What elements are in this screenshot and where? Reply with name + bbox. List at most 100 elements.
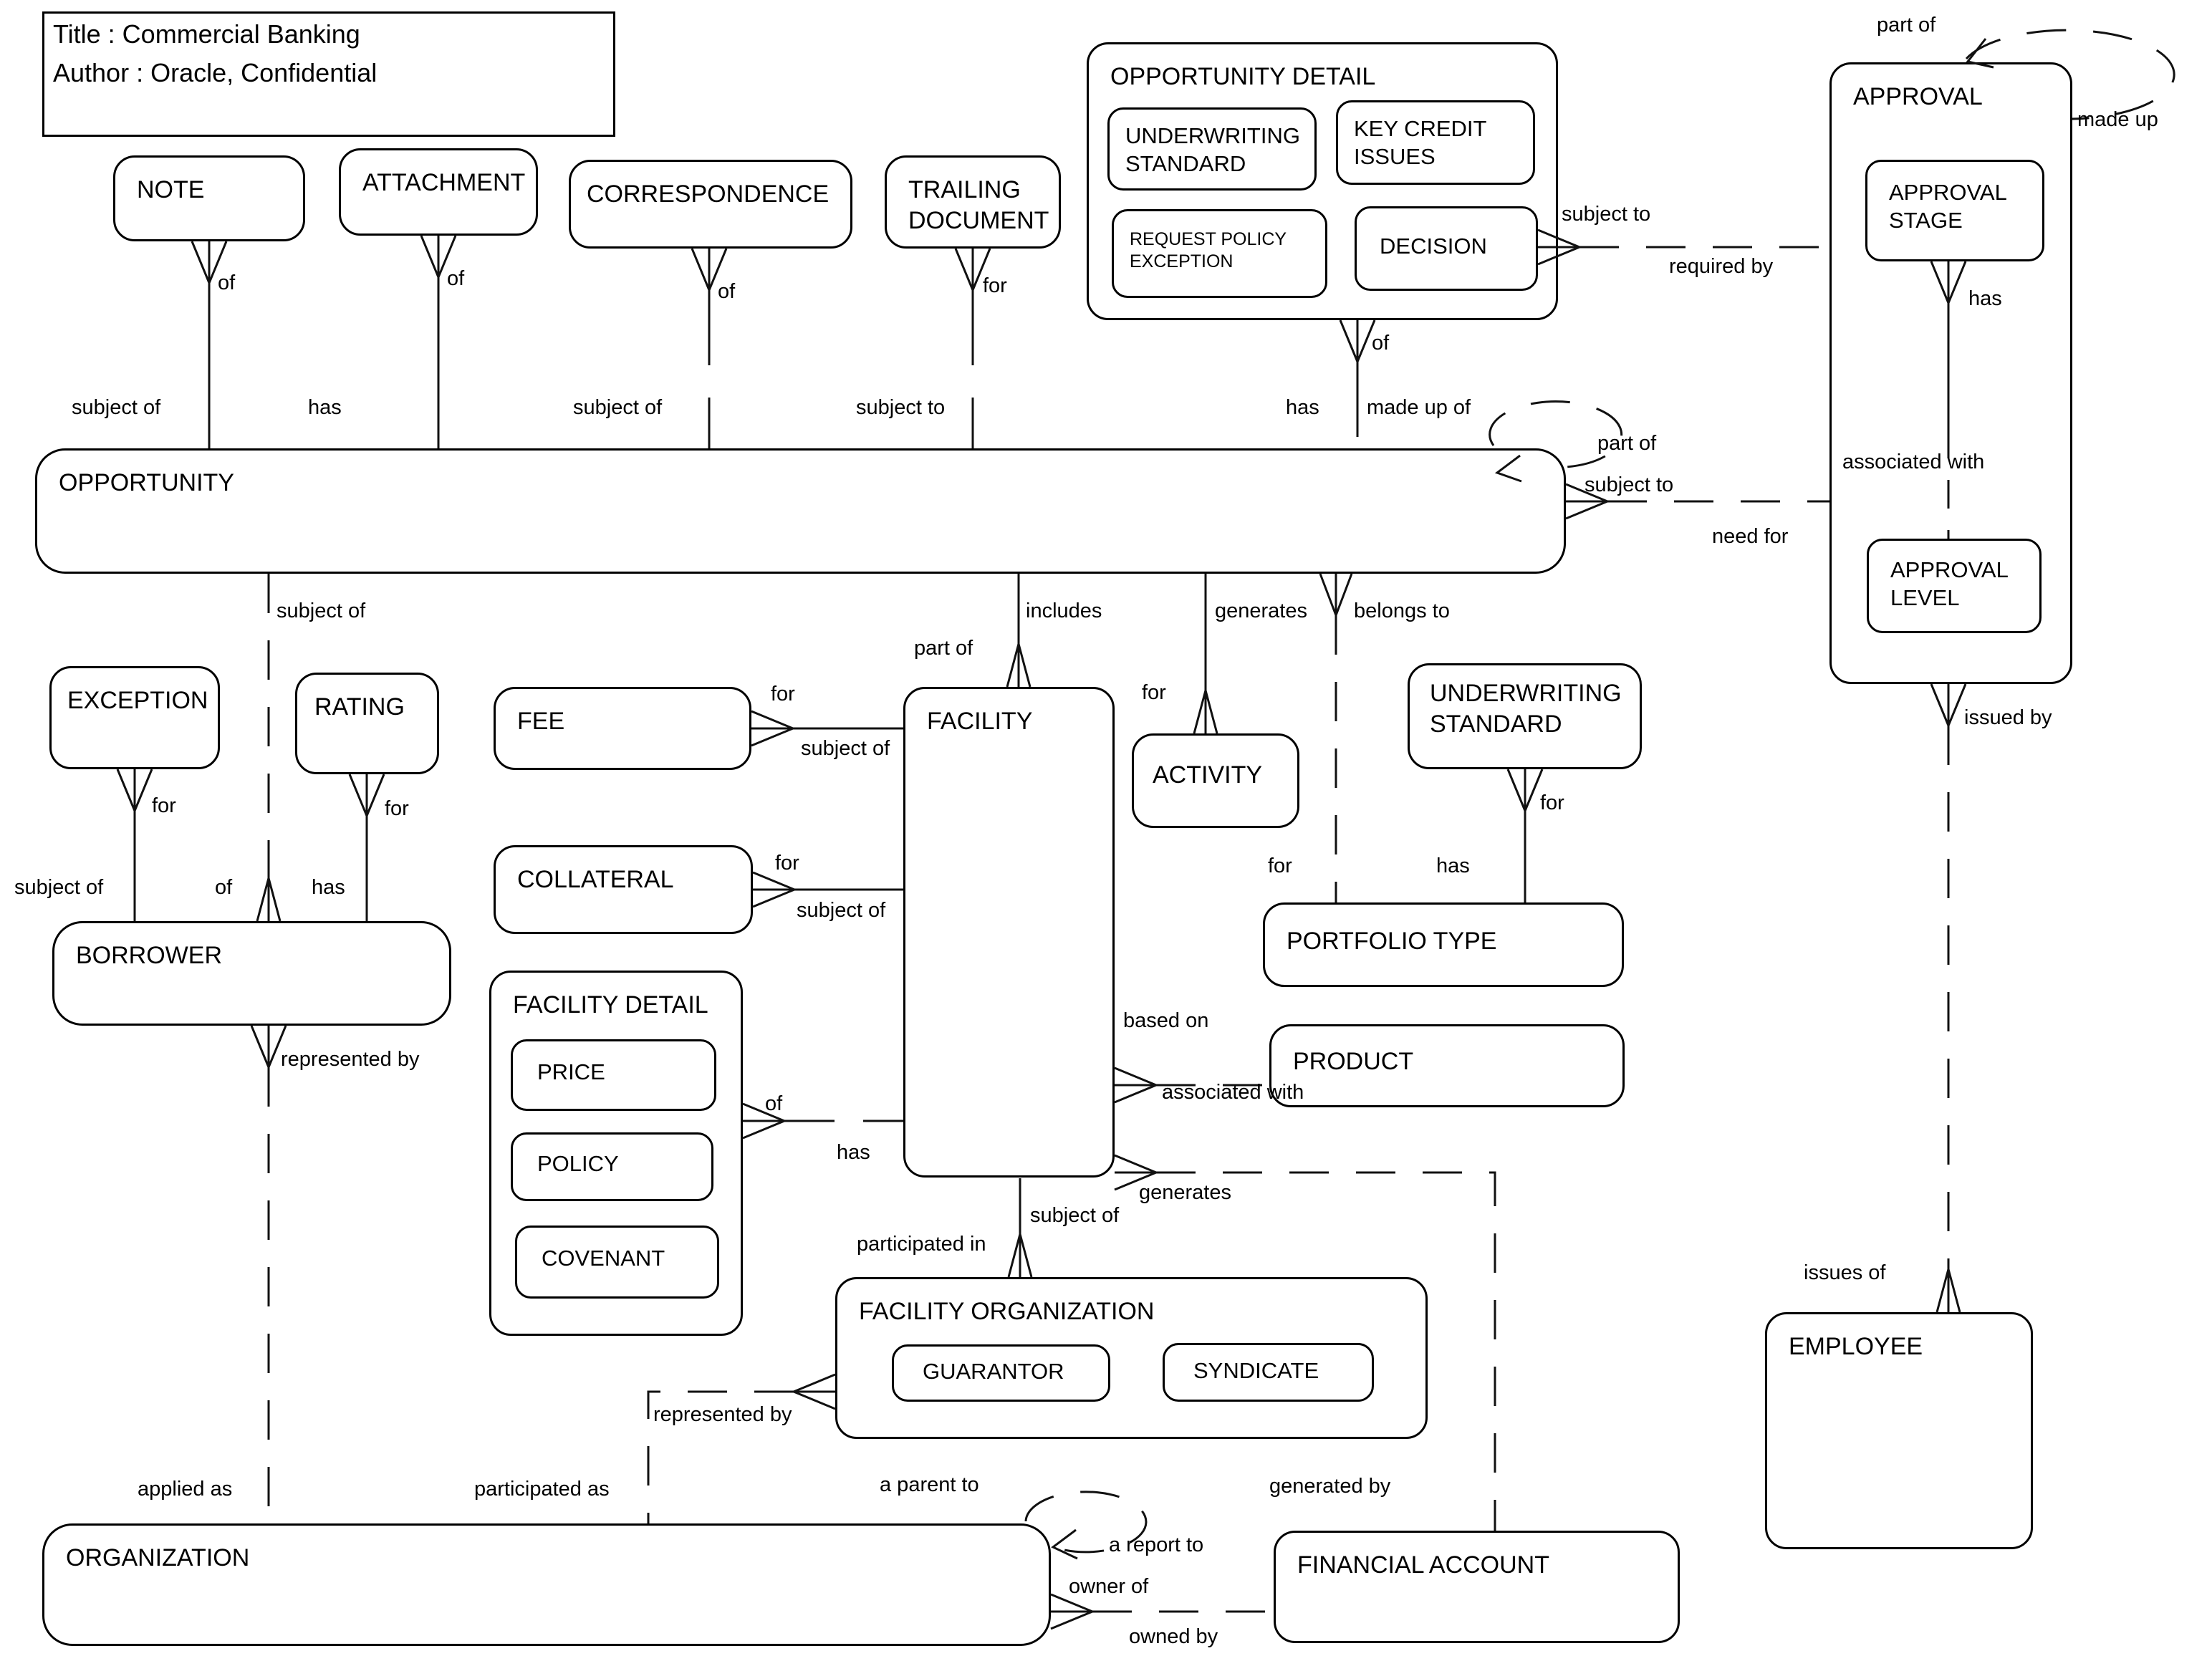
rel-label-facorg-subject-of: subject of [1030, 1204, 1120, 1227]
entity-product-label: PRODUCT [1293, 1048, 1414, 1075]
rel-label-oppdetail-of: of [1372, 332, 1390, 355]
rel-label-employee-issues-of: issues of [1804, 1261, 1886, 1284]
rel-label-approval-part-of: part of [1877, 14, 1936, 37]
entity-facility: FACILITY [903, 687, 1115, 1178]
entity-covenant-label: COVENANT [542, 1246, 665, 1271]
entity-covenant: COVENANT [515, 1226, 719, 1299]
rel-label-note-of: of [218, 271, 236, 294]
rel-label-approval-associated-with: associated with [1842, 451, 1985, 473]
entity-organization-label: ORGANIZATION [66, 1544, 250, 1571]
rel-label-stage-has: has [1968, 287, 2002, 310]
connector-organization-financial-account [1050, 1593, 1274, 1630]
entity-activity: ACTIVITY [1132, 733, 1299, 828]
rel-label-rating-has: has [312, 876, 345, 899]
rel-label-oppdetail-made-up-of: made up of [1367, 396, 1471, 419]
rel-label-borrower-represented-by: represented by [281, 1048, 420, 1071]
rel-label-facorg-participated-in: participated in [857, 1233, 986, 1256]
connector-facility-organization-organization [647, 1373, 836, 1523]
connector-correspondence-opportunity [691, 248, 728, 448]
rel-label-fee-subject-of: subject of [801, 737, 890, 760]
rel-label-correspondence-of: of [718, 280, 736, 303]
rel-label-exception-for: for [152, 794, 176, 817]
connector-exception-borrower [116, 769, 153, 921]
entity-approval-level-label: APPROVAL LEVEL [1890, 557, 2008, 610]
rel-label-opp-subject-to: subject to [1585, 473, 1674, 496]
entity-correspondence: CORRESPONDENCE [569, 160, 852, 249]
entity-portfolio-type: PORTFOLIO TYPE [1263, 902, 1624, 987]
entity-facility-label: FACILITY [927, 708, 1033, 735]
entity-fee-label: FEE [517, 708, 565, 735]
rel-label-org-applied-as: applied as [138, 1478, 233, 1501]
rel-label-trailing-for: for [983, 274, 1007, 297]
rel-label-borrower-of: of [215, 876, 233, 899]
rel-label-org-owned-by: owned by [1129, 1625, 1218, 1648]
entity-key-credit-issues-label: KEY CREDIT ISSUES [1354, 116, 1486, 169]
entity-decision-label: DECISION [1380, 233, 1487, 259]
rel-label-fee-for: for [771, 683, 795, 706]
connector-opportunity-portfolio-type [1319, 573, 1353, 902]
rel-label-correspondence-subject-of: subject of [573, 396, 663, 419]
rel-label-org-a-parent-to: a parent to [880, 1473, 979, 1496]
rel-label-opp-subject-of: subject of [276, 600, 366, 622]
entity-activity-label: ACTIVITY [1153, 761, 1263, 789]
connector-underwriting-portfolio-type [1506, 769, 1544, 902]
entity-portfolio-type-label: PORTFOLIO TYPE [1287, 928, 1497, 955]
entity-approval-stage: APPROVAL STAGE [1865, 160, 2044, 261]
entity-attachment: ATTACHMENT [339, 148, 538, 236]
entity-employee-label: EMPLOYEE [1789, 1333, 1923, 1360]
entity-exception: EXCEPTION [49, 666, 220, 769]
entity-collateral: COLLATERAL [494, 845, 753, 934]
rel-label-rating-for: for [385, 797, 409, 820]
entity-underwriting-standard: UNDERWRITING STANDARD [1408, 663, 1642, 769]
connector-opportunity-detail-opportunity [1339, 319, 1376, 448]
entity-opportunity-detail-label: OPPORTUNITY DETAIL [1110, 63, 1376, 90]
rel-label-fin-generated-by: generated by [1269, 1475, 1391, 1498]
entity-underwriting-standard-detail-label: UNDERWRITING STANDARD [1125, 123, 1300, 176]
title-box: Title : Commercial Banking Author : Orac… [42, 11, 615, 137]
rel-label-collateral-subject-of: subject of [797, 899, 886, 922]
entity-policy: POLICY [511, 1132, 713, 1201]
rel-label-decision-required-by: required by [1669, 255, 1774, 278]
rel-label-opp-need-for: need for [1712, 525, 1789, 548]
entity-guarantor-label: GUARANTOR [923, 1359, 1064, 1384]
rel-label-approval-made-up: made up [2077, 108, 2158, 131]
rel-label-facility-detail-of: of [765, 1092, 783, 1115]
entity-syndicate: SYNDICATE [1163, 1343, 1374, 1402]
connector-facility-facility-organization [1007, 1178, 1033, 1278]
entity-correspondence-label: CORRESPONDENCE [587, 180, 830, 208]
entity-exception-label: EXCEPTION [67, 687, 208, 714]
rel-label-uw-for: for [1540, 791, 1564, 814]
rel-label-facility-detail-has: has [837, 1141, 870, 1164]
rel-label-attachment-has: has [308, 396, 342, 419]
rel-label-decision-subject-to: subject to [1562, 203, 1651, 226]
connector-opportunity-facility [1006, 574, 1032, 688]
rel-label-oppdetail-has: has [1286, 396, 1319, 419]
rel-label-product-based-on: based on [1123, 1009, 1209, 1032]
entity-product: PRODUCT [1269, 1024, 1625, 1107]
entity-approval-stage-label: APPROVAL STAGE [1889, 180, 2006, 233]
rel-label-attachment-of: of [447, 267, 465, 290]
entity-employee: EMPLOYEE [1765, 1312, 2033, 1549]
rel-label-opp-includes: includes [1026, 600, 1102, 622]
entity-request-policy-exception: REQUEST POLICY EXCEPTION [1112, 209, 1327, 298]
entity-trailing-document: TRAILING DOCUMENT [885, 155, 1061, 249]
rel-label-portfolio-for: for [1268, 854, 1292, 877]
entity-collateral-label: COLLATERAL [517, 866, 674, 893]
entity-facility-organization-label: FACILITY ORGANIZATION [859, 1298, 1155, 1325]
entity-price-label: PRICE [537, 1059, 605, 1084]
entity-trailing-document-label: TRAILING DOCUMENT [908, 176, 1049, 234]
entity-guarantor: GUARANTOR [892, 1344, 1110, 1402]
entity-approval-level: APPROVAL LEVEL [1867, 539, 2042, 633]
entity-rating: RATING [295, 673, 439, 774]
rel-label-opp-belongs-to: belongs to [1354, 600, 1450, 622]
connector-borrower-organization [250, 1025, 287, 1523]
entity-financial-account-label: FINANCIAL ACCOUNT [1297, 1551, 1550, 1579]
entity-financial-account: FINANCIAL ACCOUNT [1274, 1531, 1680, 1643]
rel-label-exception-subject-of: subject of [14, 876, 104, 899]
rel-label-org-a-report-to: a report to [1109, 1533, 1204, 1556]
rel-label-note-subject-of: subject of [72, 396, 161, 419]
title-line1: Title : Commercial Banking [53, 19, 360, 49]
entity-fee: FEE [494, 687, 751, 770]
connector-rating-borrower [348, 774, 385, 921]
entity-note-label: NOTE [137, 176, 205, 203]
